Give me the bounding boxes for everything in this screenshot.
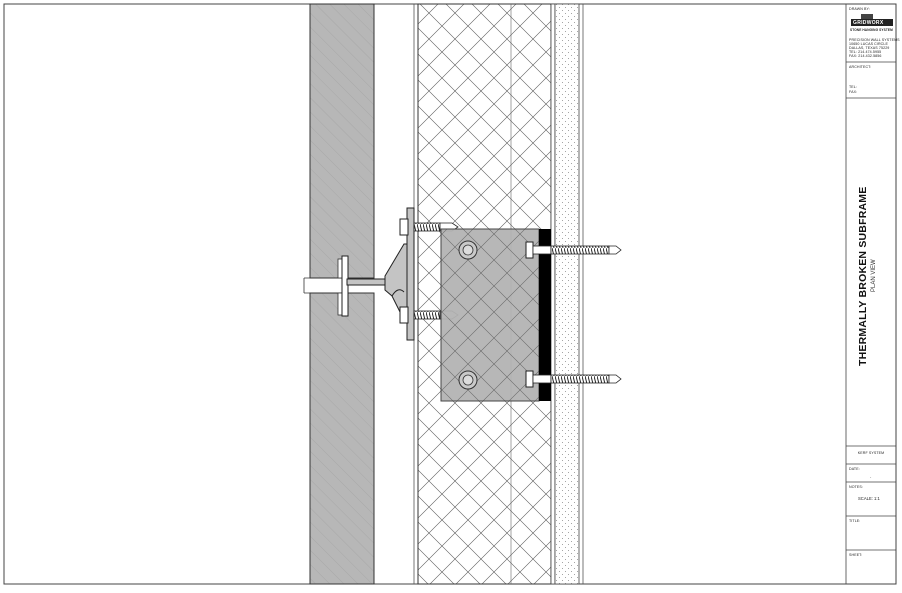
bracket-bolt-lower: [458, 370, 478, 390]
company-line-3: DALLAS, TEXAS 75229: [849, 46, 890, 50]
date-value: -: [870, 475, 872, 479]
title-label: TITLE:: [849, 519, 861, 523]
substrate-layer: [550, 3, 584, 585]
architect-label: ARCHITECT:: [849, 65, 872, 69]
thermal-isolator: [539, 229, 551, 401]
notes-label: NOTES:: [849, 485, 863, 489]
company-line-2: 10650 LUCAS CIRCLE: [849, 42, 888, 46]
company-line-5: FAX: 214.432.5856: [849, 54, 882, 58]
company-line-4: TEL: 214.474.5955: [849, 50, 882, 54]
drawn-by-label: DRAWN BY:: [849, 7, 870, 11]
title-block-frame: [845, 3, 897, 585]
scale-text: SCALE: 1:1: [858, 496, 880, 501]
anchor-screw-upper: [525, 241, 622, 259]
bracket-plate: [440, 228, 540, 402]
logo-text: GRIDWORX: [853, 20, 884, 26]
tel-label: TEL:: [849, 85, 857, 89]
bracket-bolt-upper: [458, 240, 478, 260]
fax-label: FAX:: [849, 90, 858, 94]
drawing-title: THERMALLY BROKEN SUBFRAME: [857, 186, 869, 366]
date-label: DATE:: [849, 467, 860, 471]
drawing-subtitle: PLAN VIEW: [871, 259, 877, 292]
company-line-1: PRECISION WALL SYSTEMS: [849, 38, 900, 42]
stone-panel-lower: [309, 292, 375, 585]
stone-panel-upper: [309, 3, 375, 279]
logo-tagline: STONE HANGING SYSTEM: [850, 28, 893, 32]
system-label: KERF SYSTEM: [857, 451, 885, 455]
kerf-clip: [341, 207, 415, 341]
company-logo: [851, 14, 893, 26]
anchor-screw-lower: [525, 370, 622, 388]
sheet-label: SHEET:: [849, 553, 863, 557]
